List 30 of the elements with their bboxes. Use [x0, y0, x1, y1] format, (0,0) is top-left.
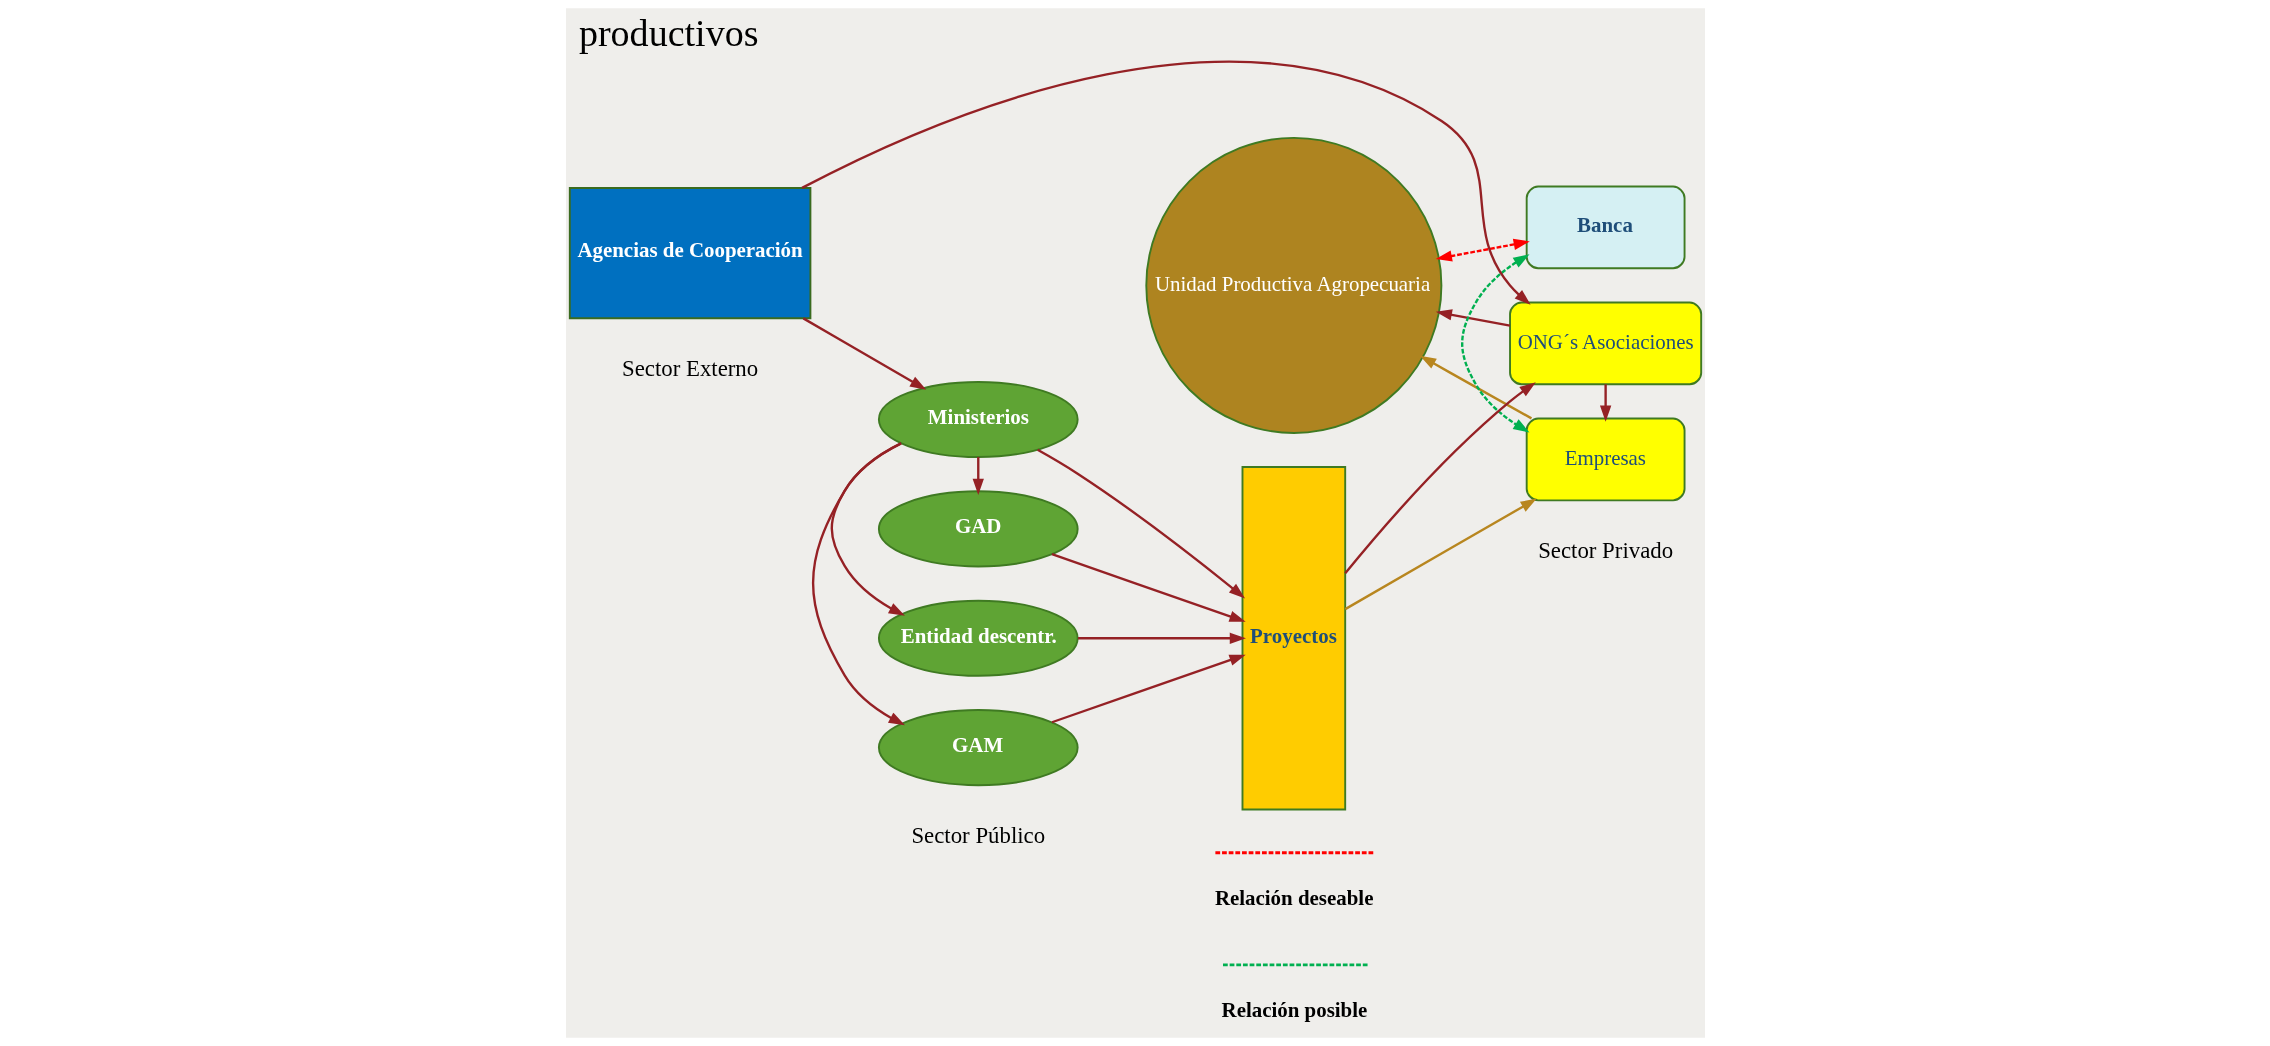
arrow	[1077, 632, 1246, 644]
legend-label: Relación deseable	[1214, 886, 1373, 911]
node-ellipse: Ministerios	[877, 381, 1079, 459]
node-ellipse: GAD	[877, 490, 1079, 568]
arrow	[1343, 382, 1536, 575]
arrow	[1051, 654, 1246, 724]
arrow	[1599, 384, 1611, 422]
arrow	[801, 60, 1531, 305]
arrow	[1435, 309, 1510, 327]
arrow	[1051, 553, 1246, 622]
node-box: Banca	[1525, 185, 1685, 270]
node-circle: Unidad Productiva Agropecuaria	[1144, 136, 1442, 434]
arrow	[811, 442, 905, 726]
node-box: Agencias de Cooperación	[568, 187, 811, 320]
node-box: Empresas	[1525, 417, 1685, 502]
label: Sector Externo	[621, 355, 758, 381]
diagram-title: productivos	[578, 12, 758, 55]
arrow	[1460, 254, 1529, 433]
legend-label: Relación posible	[1221, 998, 1367, 1023]
label: Sector Público	[910, 822, 1045, 848]
node-box: Proyectos	[1241, 466, 1346, 811]
arrow	[1036, 448, 1245, 599]
arrow	[1419, 355, 1532, 420]
arrow	[1344, 498, 1537, 611]
node-ellipse: Entidad descentr.	[877, 599, 1079, 677]
label: Sector Privado	[1537, 537, 1673, 563]
arrow	[972, 457, 984, 495]
node-box: ONG´s Asociaciones	[1508, 301, 1702, 386]
arrow	[802, 317, 926, 390]
arrow	[1435, 238, 1530, 262]
